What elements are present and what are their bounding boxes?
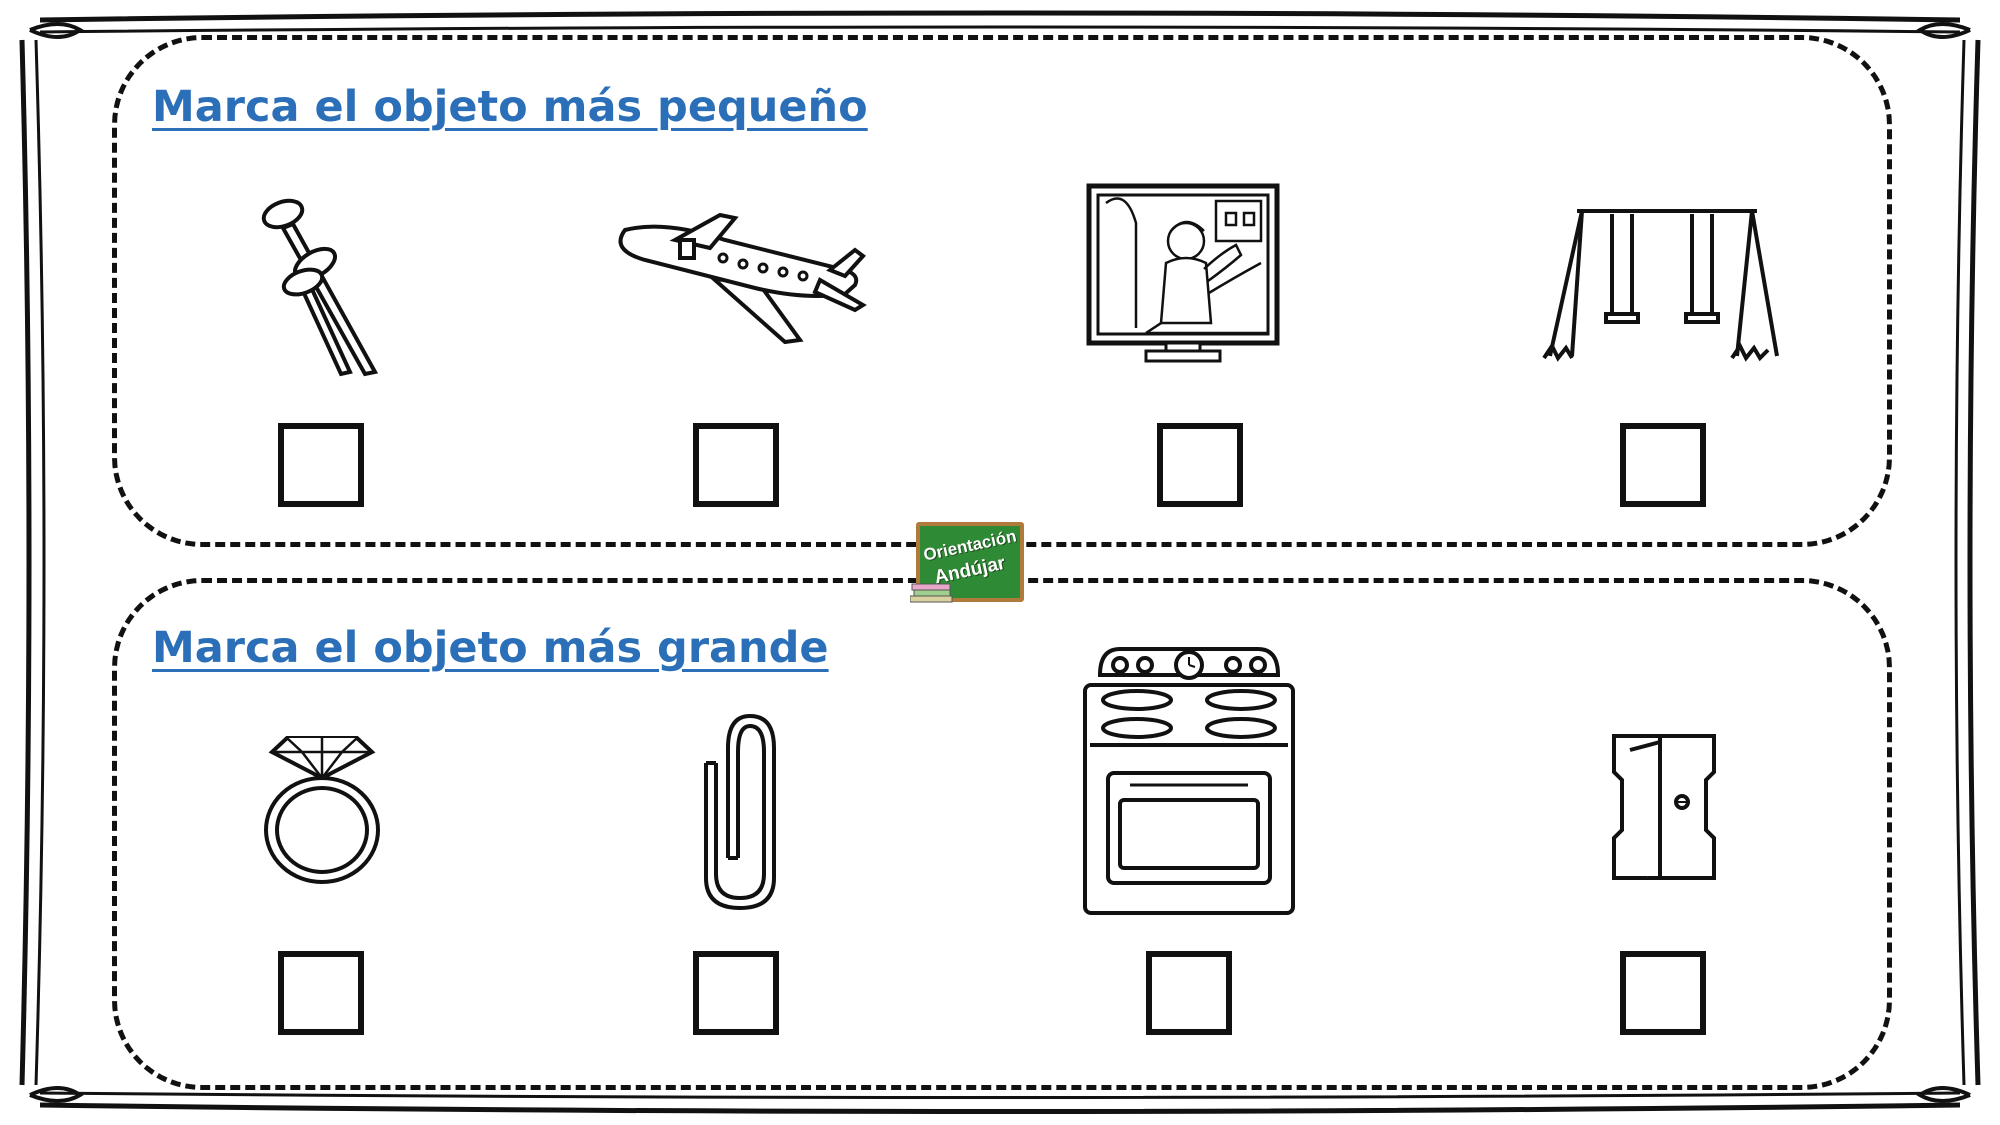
section-title-largest: Marca el objeto más grande xyxy=(152,623,829,673)
swing-set-icon xyxy=(1542,206,1787,366)
checkbox-pins[interactable] xyxy=(278,423,364,507)
ring-icon xyxy=(262,730,382,885)
section-title-smallest: Marca el objeto más pequeño xyxy=(152,82,868,132)
checkbox-airplane[interactable] xyxy=(693,423,779,507)
checkbox-stove[interactable] xyxy=(1146,951,1232,1035)
checkbox-television[interactable] xyxy=(1157,423,1243,507)
books-icon xyxy=(910,583,953,603)
airplane-icon xyxy=(605,210,870,345)
sharpener-icon xyxy=(1610,732,1718,882)
television-icon xyxy=(1086,183,1280,365)
paperclip-icon xyxy=(698,708,780,913)
stove-icon xyxy=(1080,645,1298,915)
checkbox-ring[interactable] xyxy=(278,951,364,1035)
checkbox-sharpener[interactable] xyxy=(1620,951,1706,1035)
pushpins-icon xyxy=(255,192,385,377)
checkbox-swing[interactable] xyxy=(1620,423,1706,507)
checkbox-paperclip[interactable] xyxy=(693,951,779,1035)
orientacion-andujar-logo: Orientación Andújar xyxy=(910,522,1030,606)
